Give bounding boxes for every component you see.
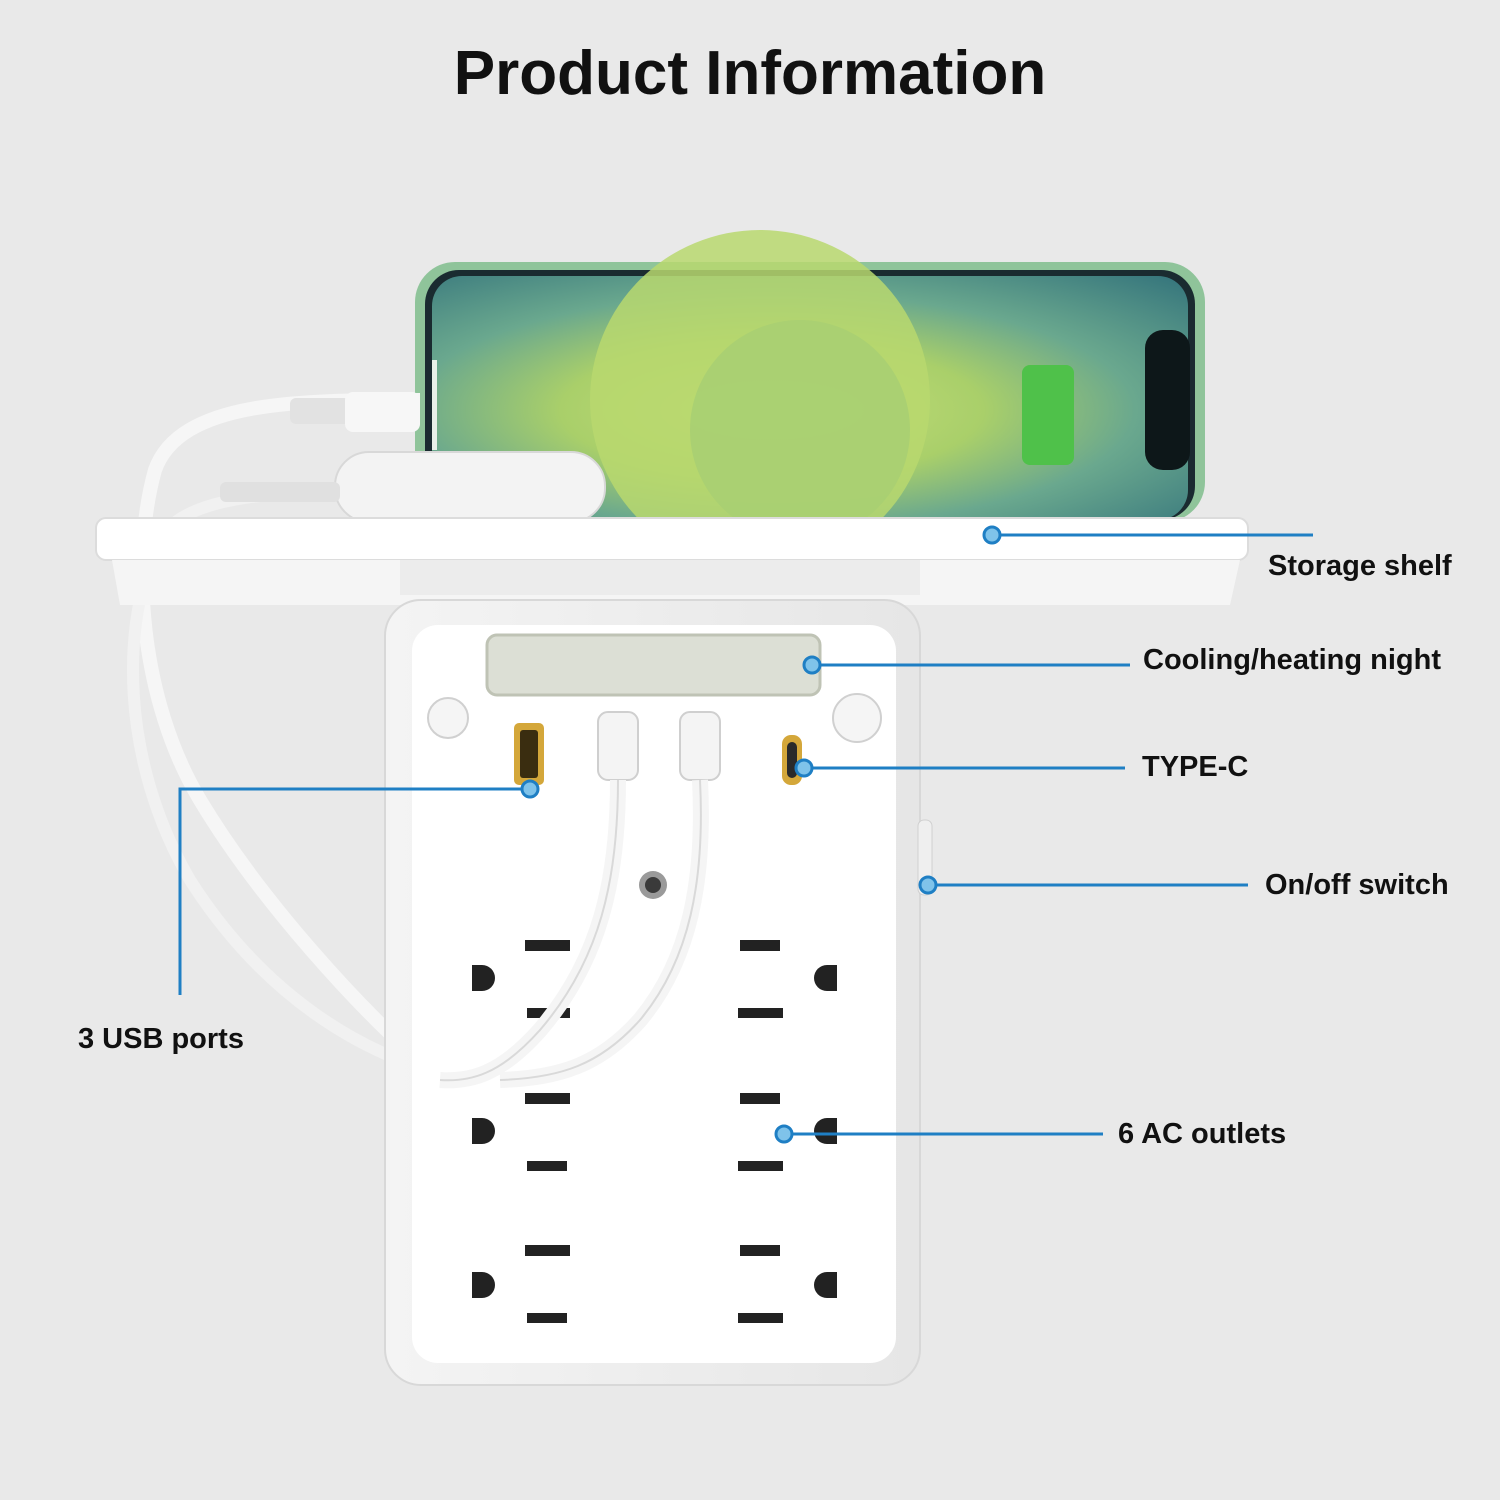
page-title: Product Information	[453, 39, 1047, 108]
label-usb-ports: 3 USB ports	[78, 1023, 244, 1055]
smartphone-icon	[415, 230, 1205, 570]
label-night-light: Cooling/heating night	[1143, 644, 1442, 676]
earbuds-case-icon	[220, 451, 606, 523]
label-type-c: TYPE-C	[1142, 751, 1249, 783]
usb-cable-icon	[290, 392, 420, 432]
label-storage-shelf: Storage shelf	[1268, 550, 1452, 582]
label-switch: On/off switch	[1265, 869, 1449, 901]
label-ac-outlets: 6 AC outlets	[1118, 1118, 1287, 1150]
